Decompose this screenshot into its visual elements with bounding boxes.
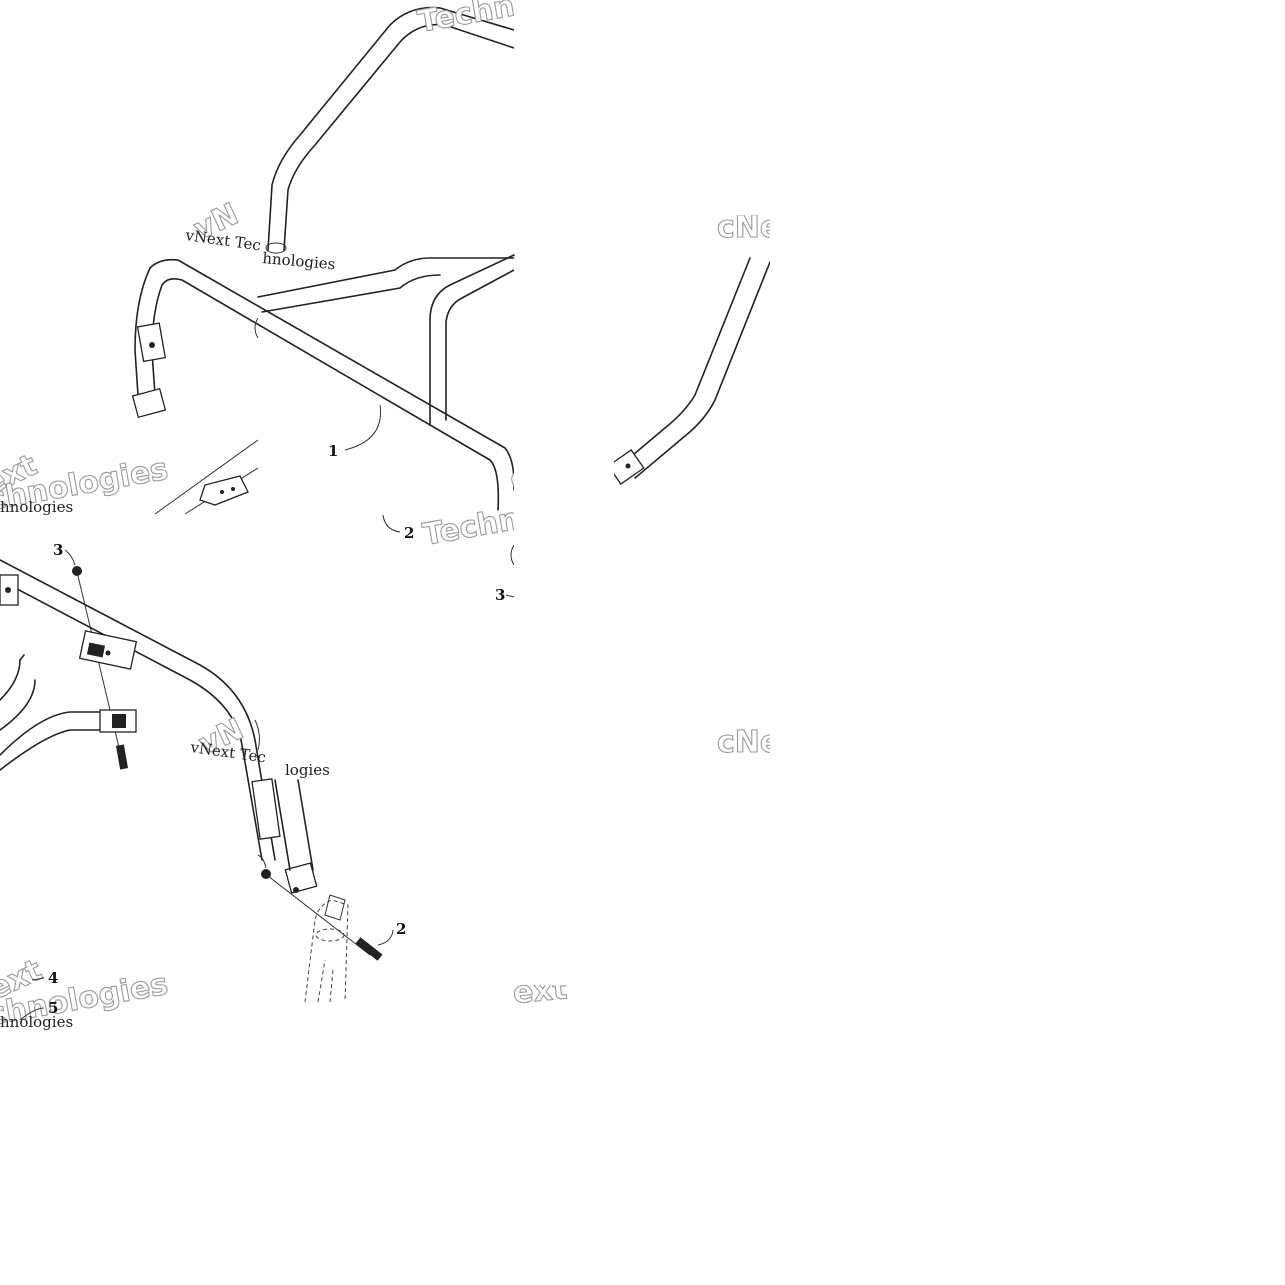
panel-main-hoop: hnologies 1 ext chnologies hnologies 2 T… — [0, 249, 568, 604]
leader-line-2b — [377, 929, 394, 946]
nut — [72, 566, 82, 576]
callout-2a: 2 — [404, 524, 414, 542]
watermark-hnologies-small-left: hnologies — [0, 498, 73, 516]
callout-1: 1 — [328, 442, 338, 460]
panel-side-tube: cNe — [607, 209, 781, 485]
callout-2b: 2 — [396, 920, 406, 938]
leader-line-1 — [344, 404, 382, 451]
watermark-logies-lower: logies — [285, 761, 330, 779]
callout-5: 5 — [48, 999, 58, 1017]
watermark-vnext-tec-upper: vNext Tec — [183, 226, 262, 255]
callout-3b: 3 — [495, 586, 505, 604]
watermark-hnologies-upper: hnologies — [262, 249, 336, 273]
watermark-hnologies-small-lower: hnologies — [0, 1013, 73, 1031]
leader-line-4 — [31, 977, 45, 981]
leader-line-3a — [64, 549, 76, 566]
leader-line-2a — [382, 514, 401, 533]
leader-line-5 — [19, 1007, 45, 1021]
watermark-techn-mid: Techn — [420, 502, 522, 553]
callout-4: 4 — [48, 969, 58, 987]
callout-3a: 3 — [53, 541, 63, 559]
leader-line-3b — [505, 594, 515, 598]
panel-upper-tube: Techno vN vNext Tec — [183, 0, 538, 255]
